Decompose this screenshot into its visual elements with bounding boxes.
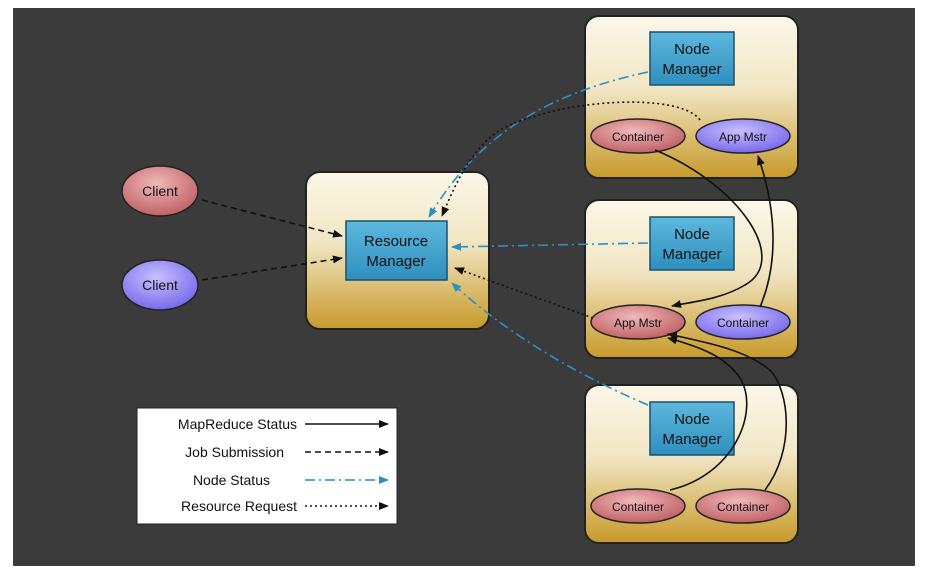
app-master-ellipse-2a <box>590 304 686 340</box>
client-2: Client <box>121 259 199 311</box>
container-label-2b: Container <box>717 316 769 330</box>
node-manager-2-label-line1: Node <box>674 226 710 243</box>
container-ellipse-3a <box>590 488 686 524</box>
container-label-3a: Container <box>612 500 664 514</box>
mapreduce-status-arrow-1 <box>654 149 763 308</box>
node-panel-2: Node Manager App Mstr Container <box>584 199 799 359</box>
resource-manager-label-line2: Manager <box>366 253 425 270</box>
node-manager-2-label-line2: Manager <box>662 246 721 263</box>
job-submission-arrow-2 <box>201 255 343 281</box>
node-manager-1-label-line1: Node <box>674 41 710 58</box>
node-manager-box-2 <box>649 216 735 271</box>
resource-request-arrow-1 <box>441 101 701 217</box>
resource-manager-label-line1: Resource <box>364 233 428 250</box>
mapreduce-status-arrow-4 <box>667 331 788 491</box>
legend-box <box>136 407 398 525</box>
node-status-arrow-2 <box>451 242 649 251</box>
legend-label-resource-request: Resource Request <box>181 498 297 514</box>
node-status-arrow-1 <box>428 71 649 218</box>
container-label-3b: Container <box>717 500 769 514</box>
app-master-label-2a: App Mstr <box>614 316 662 330</box>
node-panel-1: Node Manager Container App Mstr <box>584 15 799 179</box>
container-ellipse-3b <box>695 488 791 524</box>
node-panel-3: Node Manager Container Container <box>584 384 799 544</box>
legend-label-job-submission: Job Submission <box>185 444 284 460</box>
node-manager-3-label-line2: Manager <box>662 431 721 448</box>
mapreduce-status-arrow-2 <box>757 155 774 308</box>
app-master-ellipse-1b <box>695 118 791 154</box>
node-manager-box-1 <box>649 31 735 86</box>
node-status-arrow-3 <box>451 282 649 406</box>
legend-label-node-status: Node Status <box>193 472 270 488</box>
resource-manager-panel: Resource Manager <box>305 171 490 330</box>
container-label-1a: Container <box>612 130 664 144</box>
node-manager-3-label-line1: Node <box>674 411 710 428</box>
app-master-label-1b: App Mstr <box>719 130 767 144</box>
legend: MapReduce Status Job Submission Node Sta… <box>136 407 398 525</box>
client-1: Client <box>121 165 199 217</box>
client-2-label: Client <box>142 277 178 293</box>
node-manager-1-label-line2: Manager <box>662 61 721 78</box>
container-ellipse-2b <box>695 304 791 340</box>
client-1-label: Client <box>142 183 178 199</box>
mapreduce-status-arrow-3 <box>667 336 748 491</box>
job-submission-arrow-1 <box>201 199 343 238</box>
container-ellipse-1a <box>590 118 686 154</box>
node-manager-box-3 <box>649 401 735 456</box>
resource-manager-box <box>345 220 448 281</box>
legend-label-mapreduce-status: MapReduce Status <box>178 416 297 432</box>
